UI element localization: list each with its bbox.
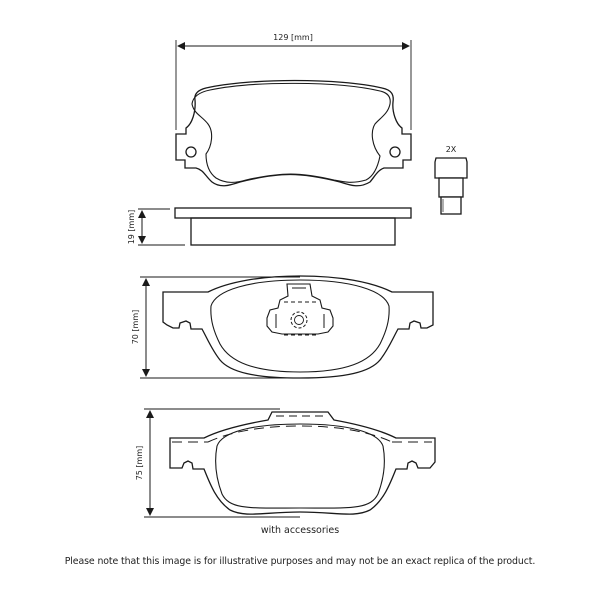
accessories-caption: with accessories xyxy=(260,525,340,536)
thickness-dimension-label: 19 [mm] xyxy=(127,210,136,245)
accessory-quantity-label: 2X xyxy=(446,145,457,154)
rear-pad-side-view: 19 [mm] xyxy=(127,207,412,246)
front-pad-outer-view: 75 [mm] xyxy=(135,408,436,518)
height-70-dimension-label: 70 [mm] xyxy=(131,310,140,345)
guide-pin-accessory: 2X xyxy=(434,145,468,215)
width-dimension-label: 129 [mm] xyxy=(273,33,313,42)
rear-pad-front-view: 129 [mm] xyxy=(175,33,412,187)
disclaimer-text: Please note that this image is for illus… xyxy=(64,556,536,567)
height-75-dimension-label: 75 [mm] xyxy=(135,446,144,481)
front-pad-inner-view: 70 [mm] xyxy=(131,275,434,379)
